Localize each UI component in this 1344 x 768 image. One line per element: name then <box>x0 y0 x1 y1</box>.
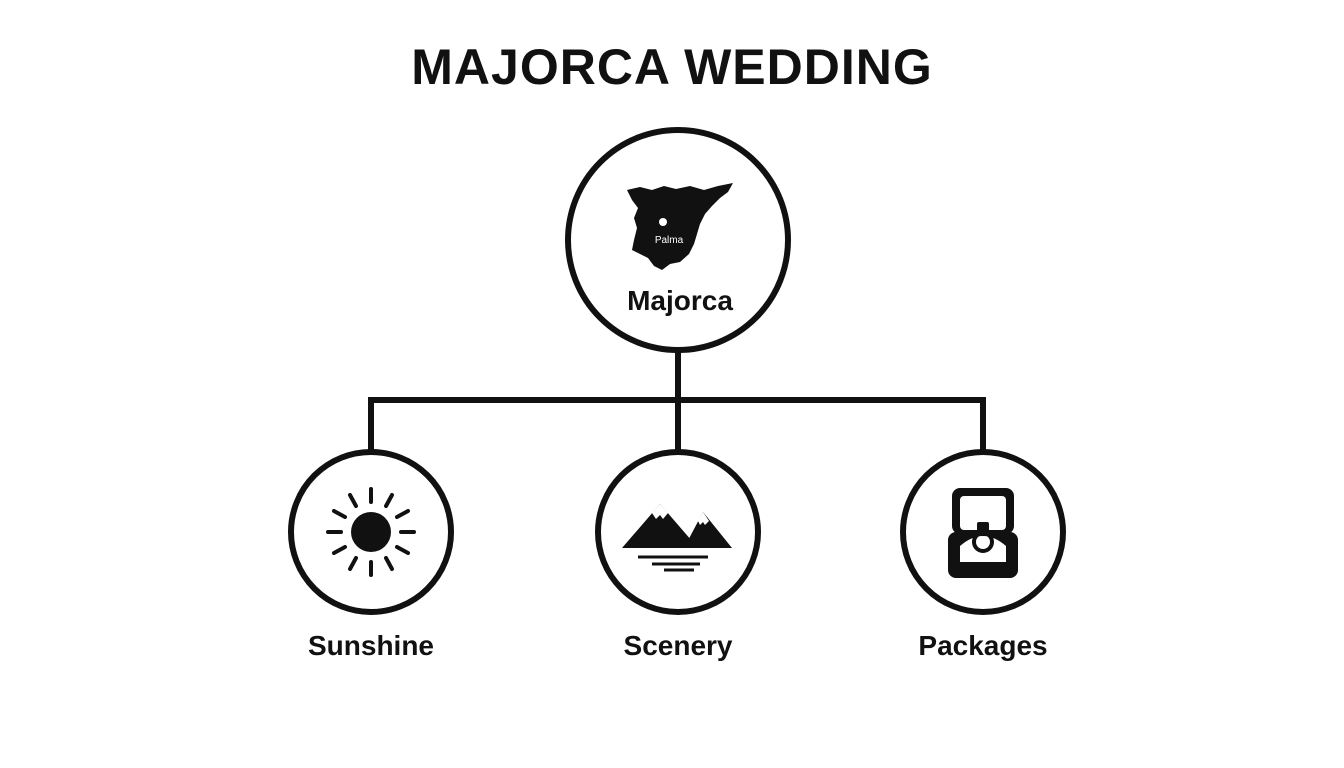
map-label-palma: Palma <box>655 235 684 246</box>
child-node-packages <box>900 449 1066 615</box>
root-node-label: Majorca <box>627 285 733 316</box>
sun-icon <box>326 487 416 577</box>
mountains-icon <box>622 504 732 572</box>
diagram-title: MAJORCA WEDDING <box>411 39 933 95</box>
child-node-scenery <box>595 449 761 615</box>
spain-map-icon <box>627 183 733 270</box>
ring-box-icon <box>948 488 1018 578</box>
child-label-scenery: Scenery <box>623 630 733 661</box>
child-label-packages: Packages <box>918 630 1048 661</box>
root-node: Palma Majorca <box>565 127 791 353</box>
child-node-sunshine <box>288 449 454 615</box>
child-label-sunshine: Sunshine <box>307 630 434 661</box>
connectors <box>368 350 986 455</box>
palma-marker <box>659 218 667 226</box>
